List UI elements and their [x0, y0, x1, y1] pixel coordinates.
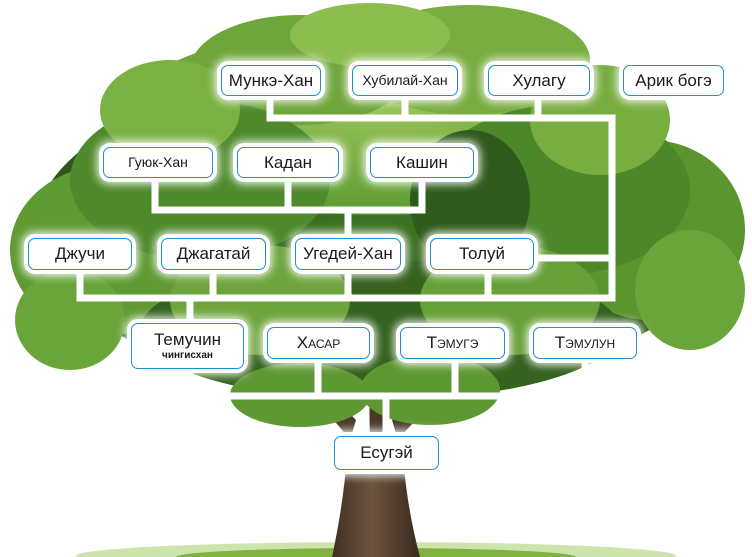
connector-lines	[76, 92, 616, 442]
node-temuchin-title: чингисхан	[162, 350, 213, 362]
node-munke-khan: Мункэ-Хан	[221, 65, 321, 96]
node-dzhuchi: Джучи	[28, 238, 132, 270]
node-esugei: Есугэй	[334, 436, 439, 470]
node-kadan: Кадан	[237, 147, 339, 178]
node-temuchin: Темучин чингисхан	[131, 323, 244, 369]
node-dzhagatai: Джагатай	[161, 238, 266, 270]
node-temuge: Тэмугэ	[400, 327, 505, 359]
node-temulun: Тэмулун	[533, 327, 637, 359]
node-tolui: Толуй	[430, 238, 534, 270]
node-khasar: Хасар	[267, 327, 370, 359]
node-khulagu: Хулагу	[488, 65, 590, 96]
node-ugedei-khan: Угедей-Хан	[295, 238, 401, 270]
node-kashin: Кашин	[370, 147, 474, 178]
node-guyuk-khan: Гуюк-Хан	[103, 147, 213, 178]
node-arik-boge: Арик богэ	[623, 65, 724, 96]
node-temuchin-name: Темучин	[153, 330, 221, 350]
node-khubilai-khan: Хубилай-Хан	[352, 65, 458, 96]
